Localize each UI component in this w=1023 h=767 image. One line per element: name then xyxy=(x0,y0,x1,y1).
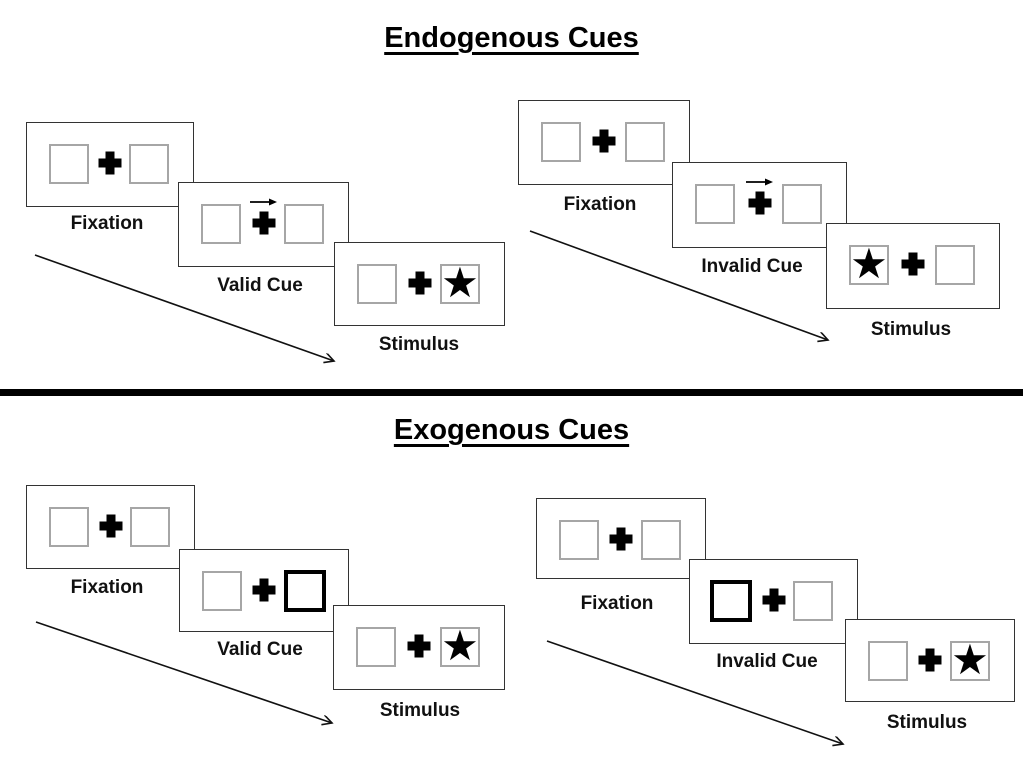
left-box xyxy=(695,184,735,224)
fixation-panel xyxy=(26,122,194,207)
section-title-exogenous: Exogenous Cues xyxy=(393,414,630,446)
fixation-panel xyxy=(536,498,706,579)
cue-highlight-box xyxy=(710,580,752,622)
stimulus-panel: ★ xyxy=(845,619,1015,702)
section-divider xyxy=(0,389,1023,396)
star-box: ★ xyxy=(950,634,990,684)
timeline-arrow xyxy=(546,640,851,751)
cue-panel xyxy=(179,549,349,632)
star-box: ★ xyxy=(440,257,480,307)
left-box xyxy=(559,520,599,560)
fixation-cross xyxy=(748,191,771,215)
panel-label: Fixation xyxy=(70,577,144,598)
fixation-cross xyxy=(762,588,785,612)
fixation-cross xyxy=(918,648,942,672)
left-box xyxy=(356,627,396,667)
left-box xyxy=(49,507,89,547)
panel-label: Invalid Cue xyxy=(701,256,803,277)
fixation-panel xyxy=(518,100,690,185)
star-icon: ★ xyxy=(850,238,888,288)
timeline-arrow xyxy=(35,621,340,730)
right-box xyxy=(129,144,169,184)
fixation-cross xyxy=(99,514,122,538)
panel-label: Stimulus xyxy=(886,712,968,733)
cue-panel xyxy=(178,182,349,267)
fixation-cross xyxy=(408,271,431,295)
stimulus-panel: ★ xyxy=(826,223,1000,309)
left-box xyxy=(201,204,241,244)
fixation-cross xyxy=(252,578,276,602)
right-box xyxy=(130,507,170,547)
timeline-arrow xyxy=(529,230,836,347)
fixation-cross xyxy=(98,151,122,175)
cue-panel xyxy=(672,162,847,248)
stimulus-panel: ★ xyxy=(334,242,505,326)
cue-arrow-right-icon xyxy=(249,198,277,206)
left-box xyxy=(49,144,89,184)
fixation-panel xyxy=(26,485,195,569)
left-box xyxy=(202,571,242,611)
left-box xyxy=(357,264,397,304)
cue-arrow-right-icon xyxy=(745,178,773,186)
left-box xyxy=(868,641,908,681)
section-title-endogenous: Endogenous Cues xyxy=(384,22,639,54)
left-box xyxy=(541,122,581,162)
star-box: ★ xyxy=(440,620,480,670)
right-box xyxy=(641,520,681,560)
fixation-cross xyxy=(609,527,633,551)
right-box xyxy=(625,122,665,162)
panel-label: Invalid Cue xyxy=(716,651,818,672)
star-icon: ★ xyxy=(441,257,479,307)
panel-label: Valid Cue xyxy=(217,275,303,296)
panel-label: Stimulus xyxy=(378,334,460,355)
panel-label: Valid Cue xyxy=(217,639,303,660)
cue-panel xyxy=(689,559,858,644)
right-box xyxy=(284,204,324,244)
panel-label: Stimulus xyxy=(870,319,952,340)
right-box xyxy=(782,184,822,224)
panel-label: Stimulus xyxy=(379,700,461,721)
star-icon: ★ xyxy=(441,620,479,670)
fixation-cross xyxy=(407,634,431,658)
panel-label: Fixation xyxy=(580,593,654,614)
stimulus-panel: ★ xyxy=(333,605,505,690)
panel-label: Fixation xyxy=(70,213,144,234)
fixation-cross xyxy=(252,211,275,235)
panel-label: Fixation xyxy=(563,194,637,215)
fixation-cross xyxy=(592,129,616,153)
cue-highlight-box xyxy=(284,570,326,612)
star-box: ★ xyxy=(849,238,889,288)
fixation-cross xyxy=(901,252,925,276)
right-box xyxy=(793,581,833,621)
star-icon: ★ xyxy=(951,634,989,684)
timeline-arrow xyxy=(34,254,342,369)
right-box xyxy=(935,245,975,285)
